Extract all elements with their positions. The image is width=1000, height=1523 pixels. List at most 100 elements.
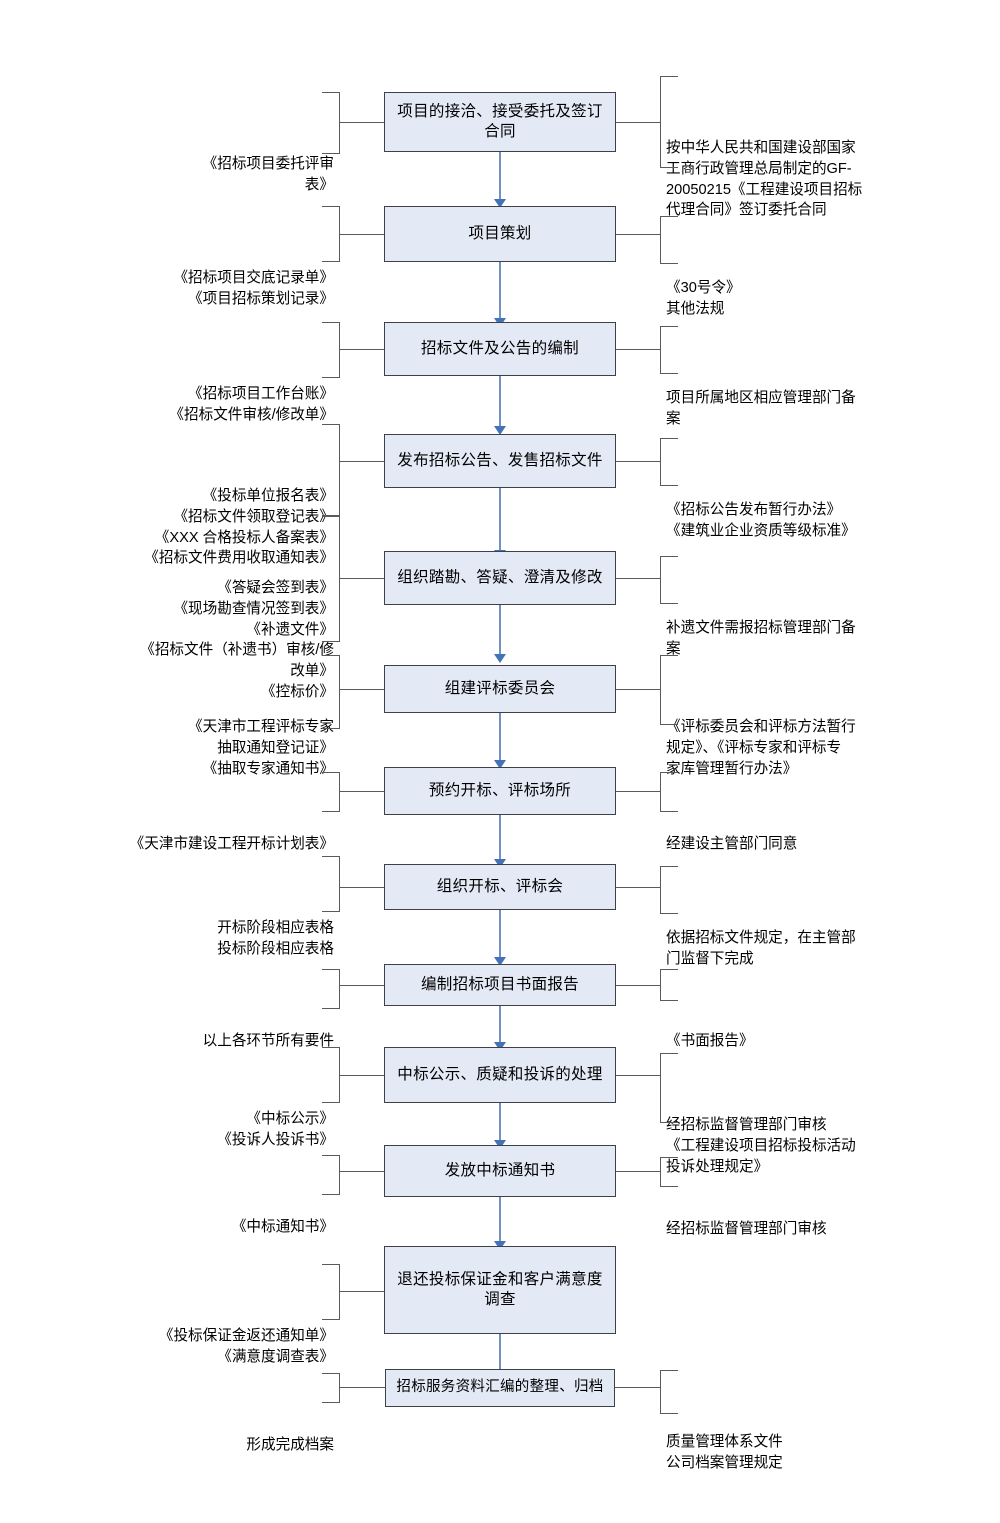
bracket-cap-bottom [661, 602, 678, 604]
bracket-cap-top [661, 556, 678, 558]
connector-left-step-5 [340, 578, 384, 580]
connector-right-step-5 [616, 578, 660, 580]
bracket-cap-top [661, 326, 678, 328]
input-label-step-6: 《天津市工程评标专家 抽取通知登记证》 《抽取专家通知书》 [150, 655, 340, 777]
input-label-text: 《中标公示》 《投诉人投诉书》 [217, 1111, 334, 1148]
input-label-text: 开标阶段相应表格 投标阶段相应表格 [217, 920, 334, 957]
input-label-step-2: 《招标项目交底记录单》 《项目招标策划记录》 [140, 206, 340, 307]
connector-right-step-11 [616, 1171, 660, 1173]
connector-right-step-8 [616, 887, 660, 889]
arrow-head [494, 1140, 506, 1149]
process-label: 中标公示、质疑和投诉的处理 [397, 1065, 603, 1083]
connector-left-step-2 [340, 234, 384, 236]
connector-left-step-12 [340, 1291, 384, 1293]
arrow-head [494, 760, 506, 769]
bracket-cap-bottom [322, 810, 339, 812]
process-box-step-1[interactable]: 项目的接洽、接受委托及签订合同 [384, 92, 616, 152]
process-box-step-9[interactable]: 编制招标项目书面报告 [384, 964, 616, 1006]
bracket-cap-top [661, 76, 678, 78]
process-box-step-3[interactable]: 招标文件及公告的编制 [384, 322, 616, 376]
basis-label-step-11: 经招标监督管理部门审核 [660, 1157, 885, 1237]
bracket-cap-top [322, 322, 339, 324]
arrow-shaft [498, 1006, 502, 1042]
process-box-step-2[interactable]: 项目策划 [384, 206, 616, 262]
connector-left-step-7 [340, 791, 384, 793]
bracket-cap-top [322, 516, 339, 518]
bracket-cap-top [322, 424, 339, 426]
bracket-cap-top [661, 655, 678, 657]
basis-label-text: 按中华人民共和国建设部国家 工商行政管理总局制定的GF- 20050215《工程… [666, 140, 863, 219]
process-label: 组织踏勘、答疑、澄清及修改 [397, 568, 603, 586]
basis-label-step-4: 《招标公告发布暂行办法》 《建筑业企业资质等级标准》 [660, 438, 885, 539]
input-label-step-12: 《投标保证金返还通知单》 《满意度调查表》 [130, 1264, 340, 1365]
bracket-cap-top [661, 1053, 678, 1055]
basis-label-step-5: 补遗文件需报招标管理部门备 案 [660, 556, 885, 657]
bracket-cap-bottom [661, 1121, 678, 1123]
process-label: 预约开标、评标场所 [428, 781, 572, 799]
input-label-step-5: 《答疑会签到表》 《现场勘查情况签到表》 《补遗文件》 《招标文件（补遗书）审核… [130, 516, 340, 700]
basis-label-step-7: 经建设主管部门同意 [660, 772, 885, 852]
bracket-cap-top [661, 772, 678, 774]
arrow-shaft [498, 488, 502, 550]
process-box-step-6[interactable]: 组建评标委员会 [384, 665, 616, 713]
arrow-shaft [498, 152, 502, 199]
arrow-head [494, 654, 506, 663]
connector-left-step-1 [340, 122, 384, 124]
bracket-cap-top [322, 1155, 339, 1157]
process-box-step-11[interactable]: 发放中标通知书 [384, 1145, 616, 1197]
arrow-head [494, 859, 506, 868]
basis-label-text: 补遗文件需报招标管理部门备 案 [666, 620, 856, 657]
connector-right-step-3 [616, 349, 660, 351]
input-label-step-10: 《中标公示》 《投诉人投诉书》 [150, 1047, 340, 1148]
connector-right-step-7 [616, 791, 660, 793]
connector-left-step-4 [340, 461, 384, 463]
basis-label-text: 经建设主管部门同意 [666, 836, 798, 853]
bracket-cap-top [661, 438, 678, 440]
basis-label-text: 《招标公告发布暂行办法》 《建筑业企业资质等级标准》 [666, 502, 856, 539]
process-label: 组建评标委员会 [444, 679, 556, 697]
process-box-step-13[interactable]: 招标服务资料汇编的整理、归档 [385, 1369, 615, 1407]
process-box-step-5[interactable]: 组织踏勘、答疑、澄清及修改 [384, 551, 616, 605]
basis-label-step-10: 经招标监督管理部门审核 《工程建设项目招标投标活动 投诉处理规定》 [660, 1053, 885, 1175]
bracket-cap-bottom [322, 1101, 339, 1103]
connector-left-step-13 [340, 1387, 385, 1389]
process-box-step-8[interactable]: 组织开标、评标会 [384, 864, 616, 910]
arrow-shaft [498, 1334, 502, 1377]
input-label-text: 《中标通知书》 [231, 1219, 334, 1236]
process-box-step-10[interactable]: 中标公示、质疑和投诉的处理 [384, 1047, 616, 1103]
bracket-cap-top [322, 1264, 339, 1266]
basis-label-step-3: 项目所属地区相应管理部门备 案 [660, 326, 885, 427]
arrow-shaft [498, 910, 502, 957]
process-box-step-7[interactable]: 预约开标、评标场所 [384, 767, 616, 815]
input-label-step-11: 《中标通知书》 [150, 1155, 340, 1235]
arrow-shaft [498, 605, 502, 654]
input-label-step-13: 形成完成档案 [205, 1373, 340, 1453]
connector-right-step-2 [616, 234, 660, 236]
connector-right-step-1 [616, 122, 660, 124]
process-box-step-12[interactable]: 退还投标保证金和客户满意度调查 [384, 1246, 616, 1334]
bracket-cap-top [661, 866, 678, 868]
arrow-head [494, 426, 506, 435]
input-label-text: 形成完成档案 [246, 1437, 334, 1454]
input-label-text: 《投标单位报名表》 《招标文件领取登记表》 《XXX 合格投标人备案表》 《招标… [144, 488, 334, 567]
connector-right-step-4 [616, 461, 660, 463]
bracket-cap-bottom [661, 484, 678, 486]
basis-label-text: 项目所属地区相应管理部门备 案 [666, 390, 856, 427]
process-label: 招标服务资料汇编的整理、归档 [396, 1379, 604, 1396]
connector-left-step-3 [340, 349, 384, 351]
bracket-cap-bottom [322, 1401, 339, 1403]
input-label-step-9: 以上各环节所有要件 [150, 969, 340, 1049]
bracket-cap-top [661, 1370, 678, 1372]
bracket-cap-top [661, 1157, 678, 1159]
basis-label-step-9: 《书面报告》 [660, 969, 885, 1049]
bracket-cap-bottom [322, 260, 339, 262]
process-box-step-4[interactable]: 发布招标公告、发售招标文件 [384, 434, 616, 488]
arrow-shaft [498, 815, 502, 859]
bracket-cap-top [322, 92, 339, 94]
bracket-cap-bottom [661, 912, 678, 914]
bracket-cap-bottom [661, 1412, 678, 1414]
process-label: 发布招标公告、发售招标文件 [397, 451, 603, 469]
input-label-text: 《天津市建设工程开标计划表》 [129, 836, 334, 853]
basis-label-step-6: 《评标委员会和评标方法暂行 规定》、《评标专家和评标专 家库管理暂行办法》 [660, 655, 885, 777]
process-label: 编制招标项目书面报告 [420, 975, 579, 993]
